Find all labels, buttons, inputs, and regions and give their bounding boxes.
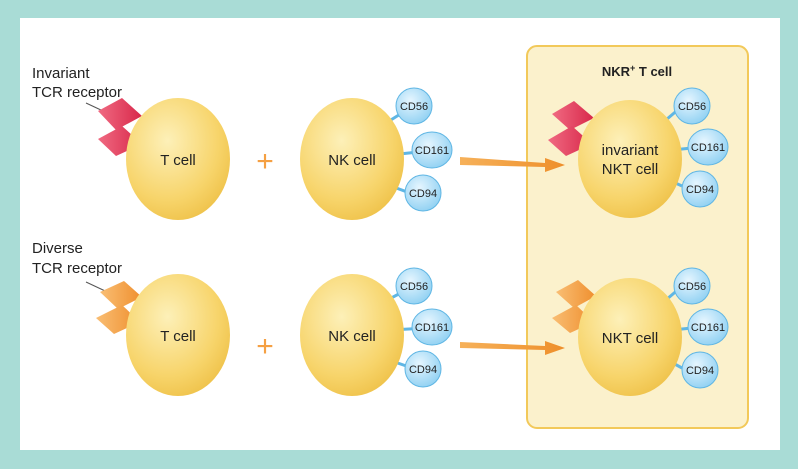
t-cell: [126, 274, 230, 396]
plus-sign: +: [256, 330, 274, 363]
t-cell-label: T cell: [160, 328, 196, 345]
cd161-marker: [687, 128, 729, 166]
cd94-marker: [681, 351, 719, 389]
cd94-marker: [404, 350, 442, 388]
row-diverse: Diverse TCR receptor T cell + NK cell CD…: [32, 240, 729, 396]
nk-cell-label: NK cell: [328, 328, 376, 345]
nkt-cell: [578, 278, 682, 396]
marker-label: CD161: [415, 322, 449, 334]
cd161-marker: [411, 131, 453, 169]
nkt-cell-label: invariant: [602, 142, 660, 159]
nkt-cell-label: NKT cell: [602, 330, 658, 347]
cd56-marker: [673, 267, 711, 305]
marker-label: CD161: [415, 145, 449, 157]
nk-cell-label: NK cell: [328, 152, 376, 169]
marker-label: CD56: [678, 281, 706, 293]
receptor-label: TCR receptor: [32, 260, 122, 277]
nkt-cell-label: NKT cell: [602, 161, 658, 178]
marker-label: CD56: [678, 101, 706, 113]
arrow: [460, 157, 565, 172]
marker-label: CD56: [400, 101, 428, 113]
marker-label: CD94: [686, 365, 714, 377]
marker-label: CD161: [691, 142, 725, 154]
invariant-nkt-cell: [578, 100, 682, 218]
nk-cell: [300, 274, 404, 396]
t-cell-label: T cell: [160, 152, 196, 169]
t-cell: [126, 98, 230, 220]
result-panel-title: NKR+ T cell: [602, 63, 672, 79]
receptor-label: Diverse: [32, 240, 83, 257]
plus-sign: +: [256, 145, 274, 178]
cd56-marker: [395, 267, 433, 305]
marker-label: CD94: [409, 188, 437, 200]
cd56-marker: [395, 87, 433, 125]
nk-cell: [300, 98, 404, 220]
cd94-marker: [404, 174, 442, 212]
marker-label: CD94: [409, 364, 437, 376]
cd56-marker: [673, 87, 711, 125]
marker-label: CD94: [686, 184, 714, 196]
cd161-marker: [411, 308, 453, 346]
cd94-marker: [681, 170, 719, 208]
receptor-label: TCR receptor: [32, 84, 122, 101]
marker-label: CD56: [400, 281, 428, 293]
arrow: [460, 341, 565, 355]
row-invariant: Invariant TCR receptor T cell + NK cell …: [32, 65, 729, 220]
cd161-marker: [687, 308, 729, 346]
marker-label: CD161: [691, 322, 725, 334]
receptor-label: Invariant: [32, 65, 90, 82]
